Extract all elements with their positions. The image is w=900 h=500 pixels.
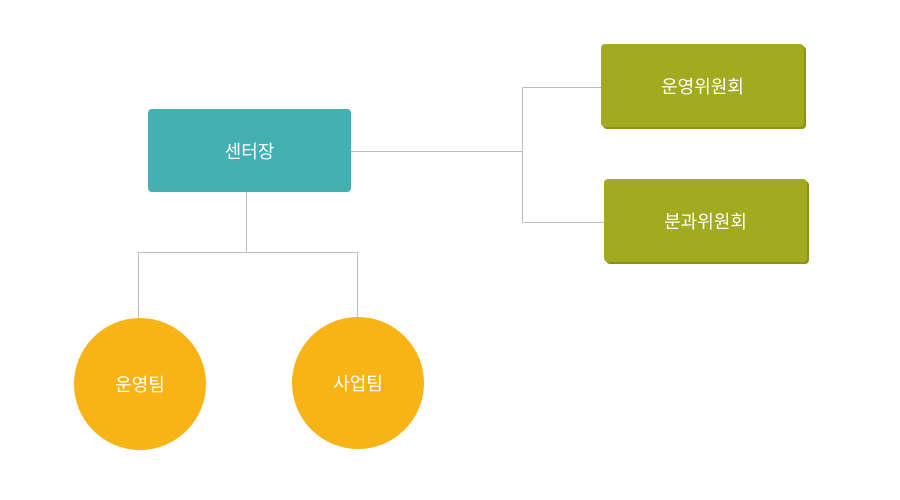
operations-committee-node: 운영위원회 xyxy=(601,44,804,127)
subcommittee-node: 분과위원회 xyxy=(604,179,807,262)
connector-group xyxy=(138,87,604,318)
operations-committee-label: 운영위원회 xyxy=(661,76,744,98)
center-director-node: 센터장 xyxy=(148,109,351,192)
operations-team-label: 운영팀 xyxy=(115,375,165,396)
center-director-label: 센터장 xyxy=(224,141,275,163)
business-team-node: 사업팀 xyxy=(292,317,424,449)
operations-team-node: 운영팀 xyxy=(74,318,206,450)
business-team-label: 사업팀 xyxy=(333,374,383,395)
subcommittee-label: 분과위원회 xyxy=(664,211,747,233)
